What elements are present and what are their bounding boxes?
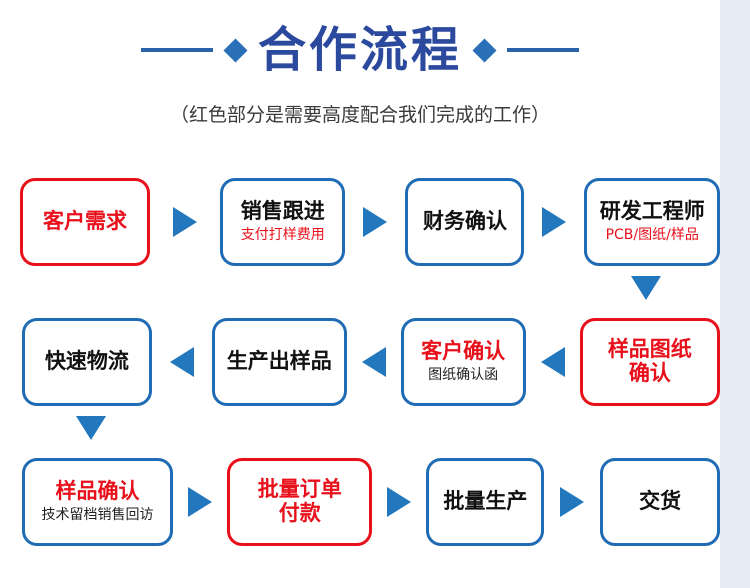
flow-node-delivery[interactable]: 交货 <box>600 458 720 546</box>
title-left-line <box>140 48 213 52</box>
node-title: 客户需求 <box>43 209 128 234</box>
node-title: 快速物流 <box>44 349 129 374</box>
arrow-right-icon <box>188 487 213 517</box>
flow-node-finance-confirm[interactable]: 财务确认 <box>405 178 525 266</box>
arrow-right-icon <box>560 487 585 517</box>
flow-node-produce-sample[interactable]: 生产出样品 <box>211 318 347 406</box>
flow-node-customer-confirm[interactable]: 客户确认 图纸确认函 <box>400 318 526 406</box>
flow-node-sample-confirm[interactable]: 样品确认 技术留档销售回访 <box>22 458 174 546</box>
arrow-right-icon <box>363 207 388 237</box>
node-subtitle: 技术留档销售回访 <box>41 506 154 523</box>
node-title: 研发工程师 <box>599 199 705 224</box>
flow-row-2: 快速物流 生产出样品 客户确认 图纸确认函 样品图纸 确认 <box>0 316 721 408</box>
arrow-down-icon-right <box>631 276 661 300</box>
flow-node-rnd-engineer[interactable]: 研发工程师 PCB/图纸/样品 <box>584 178 720 266</box>
right-edge-strip <box>720 0 750 588</box>
flow-node-sample-drawing-confirm[interactable]: 样品图纸 确认 <box>579 318 721 406</box>
diamond-icon-left <box>223 37 248 63</box>
node-title: 销售跟进 <box>240 199 325 224</box>
arrow-left-icon <box>361 347 386 377</box>
node-title: 生产出样品 <box>226 349 332 374</box>
arrow-right-icon <box>173 207 198 237</box>
node-title: 批量生产 <box>443 489 528 514</box>
flow-row-1: 客户需求 销售跟进 支付打样费用 财务确认 研发工程师 PCB/图纸/样品 <box>0 176 720 268</box>
node-title: 交货 <box>639 489 682 514</box>
diamond-icon-right <box>472 37 497 63</box>
title-right-line <box>507 48 579 52</box>
flow-node-bulk-order-payment[interactable]: 批量订单 付款 <box>227 458 373 546</box>
flow-row-3: 样品确认 技术留档销售回访 批量订单 付款 批量生产 交货 <box>0 456 720 548</box>
arrow-right-icon <box>387 487 412 517</box>
node-subtitle: 图纸确认函 <box>428 366 499 383</box>
node-title: 批量订单 付款 <box>257 477 342 525</box>
node-title: 客户确认 <box>421 339 506 364</box>
node-title: 样品确认 <box>55 479 140 504</box>
flow-node-fast-logistics[interactable]: 快速物流 <box>22 318 152 406</box>
arrow-left-icon <box>169 347 194 377</box>
page-title: 合作流程 <box>257 22 462 78</box>
header: 合作流程 （红色部分是需要高度配合我们完成的工作） <box>0 0 720 150</box>
node-title: 样品图纸 确认 <box>607 337 692 385</box>
flow-node-mass-production[interactable]: 批量生产 <box>426 458 545 546</box>
node-subtitle: PCB/图纸/样品 <box>605 226 699 243</box>
arrow-right-icon <box>542 207 567 237</box>
page-subtitle: （红色部分是需要高度配合我们完成的工作） <box>169 104 550 126</box>
flow-node-customer-requirement[interactable]: 客户需求 <box>20 178 151 266</box>
arrow-left-icon <box>540 347 565 377</box>
flow-node-sales-followup[interactable]: 销售跟进 支付打样费用 <box>220 178 346 266</box>
node-subtitle: 支付打样费用 <box>240 226 325 243</box>
node-title: 财务确认 <box>422 209 507 234</box>
title-row: 合作流程 <box>0 26 720 74</box>
arrow-down-icon-left <box>76 416 106 440</box>
